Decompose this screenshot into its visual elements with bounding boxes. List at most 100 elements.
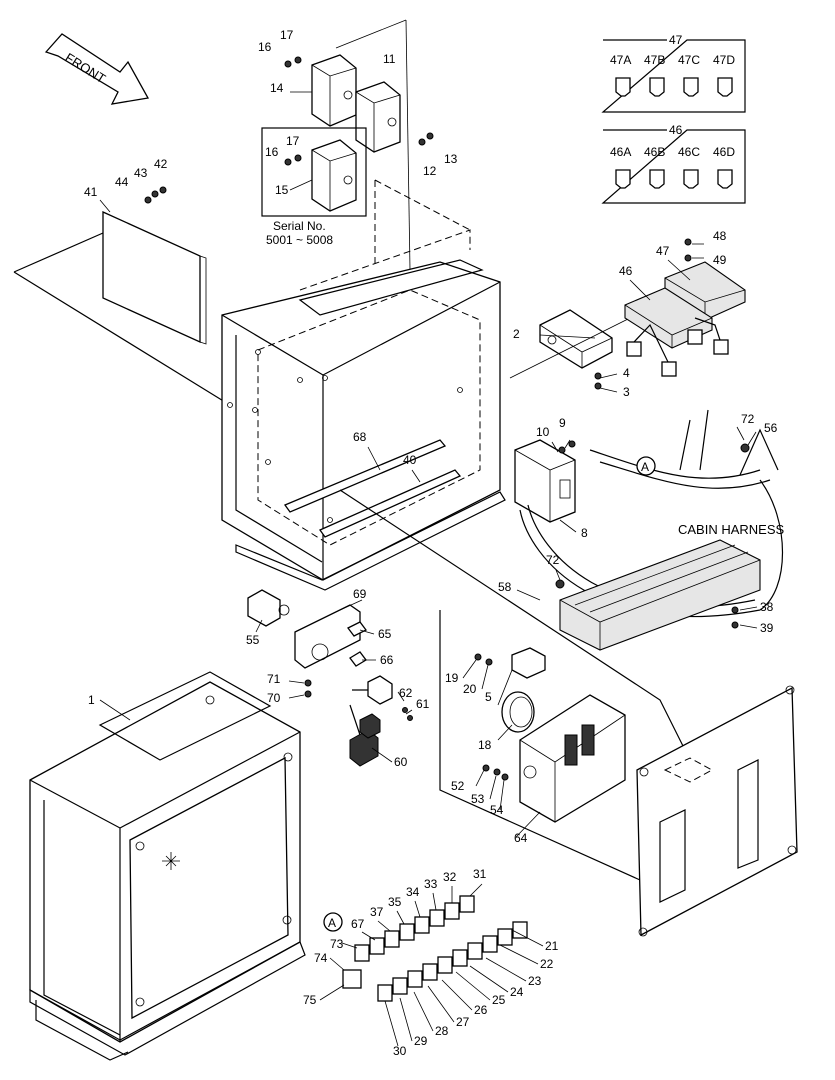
group-46-box: 46 46A 46B 46C 46D [601, 123, 746, 204]
callout-65: 65 [378, 627, 392, 641]
cover-41 [13, 210, 226, 403]
callout-53: 53 [471, 792, 485, 806]
callout-64: 64 [514, 831, 528, 845]
unit-2 [539, 309, 613, 369]
group-47-item-a: 47A [610, 53, 631, 67]
callout-5: 5 [485, 690, 492, 704]
relay-bank [559, 539, 761, 651]
marker-a-relays-label: A [328, 916, 336, 930]
callout-71: 71 [267, 672, 281, 686]
callout-49: 49 [713, 253, 727, 267]
callout-16b: 16 [265, 145, 279, 159]
callout-17a: 17 [280, 28, 294, 42]
fuse-icon [615, 169, 733, 189]
callout-60: 60 [394, 755, 408, 769]
callout-69: 69 [353, 587, 367, 601]
group-46-item-c: 46C [678, 145, 700, 159]
callout-21: 21 [545, 939, 559, 953]
callout-32: 32 [443, 870, 457, 884]
callout-33: 33 [424, 877, 438, 891]
callout-62: 62 [399, 686, 413, 700]
callout-58: 58 [498, 580, 512, 594]
callout-39: 39 [760, 621, 774, 635]
callout-26: 26 [474, 1003, 488, 1017]
callout-46: 46 [619, 264, 633, 278]
group-47-item-c: 47C [678, 53, 700, 67]
callout-1: 1 [88, 693, 95, 707]
leader-lines [99, 91, 758, 1047]
group-47-box: 47 47A 47B 47C 47D [601, 33, 746, 113]
callout-73: 73 [330, 937, 344, 951]
relay-row-lower [377, 921, 528, 1002]
group-47-item-d: 47D [713, 53, 735, 67]
marker-a-harness: A [636, 456, 656, 476]
callout-72b: 72 [546, 553, 560, 567]
callout-41: 41 [84, 185, 98, 199]
marker-a-relays: A [323, 912, 343, 932]
callout-19: 19 [445, 671, 459, 685]
callout-31: 31 [473, 867, 487, 881]
callout-52: 52 [451, 779, 465, 793]
group-46-item-d: 46D [713, 145, 735, 159]
callout-67: 67 [351, 917, 365, 931]
callout-23: 23 [528, 974, 542, 988]
fuse-icon [615, 77, 733, 97]
callout-75: 75 [303, 993, 317, 1007]
main-box-1 [29, 671, 306, 1061]
callout-56: 56 [764, 421, 778, 435]
screw-holes [227, 349, 463, 523]
callout-labels: 1 2 3 4 5 8 9 10 11 12 13 14 15 16 17 16… [84, 28, 778, 1058]
callout-13: 13 [444, 152, 458, 166]
callout-34: 34 [406, 885, 420, 899]
cabin-harness [519, 409, 783, 651]
connector-60 [349, 713, 381, 767]
front-arrow: FRONT [44, 33, 150, 105]
callout-44: 44 [115, 175, 129, 189]
callout-55: 55 [246, 633, 260, 647]
gauge-18 [501, 691, 535, 733]
cabin-harness-label: CABIN HARNESS [678, 522, 785, 537]
callout-22: 22 [540, 957, 554, 971]
callout-14: 14 [270, 81, 284, 95]
marker-a-harness-label: A [641, 460, 649, 474]
relay-11 [355, 81, 401, 153]
box-1-mark [162, 852, 180, 870]
callout-43: 43 [134, 166, 148, 180]
callout-25: 25 [492, 993, 506, 1007]
callout-20: 20 [463, 682, 477, 696]
callout-3: 3 [623, 385, 630, 399]
serial-number-box: Serial No. 5001 ~ 5008 [261, 127, 367, 247]
callout-37: 37 [370, 905, 384, 919]
callout-72a: 72 [741, 412, 755, 426]
relay-62 [349, 675, 393, 736]
housing-frame [221, 179, 506, 591]
callout-12: 12 [423, 164, 437, 178]
panel-right [636, 685, 798, 937]
callout-48: 48 [713, 229, 727, 243]
callout-28: 28 [435, 1024, 449, 1038]
callout-24: 24 [510, 985, 524, 999]
group-46-item-b: 46B [644, 145, 665, 159]
callout-29: 29 [414, 1034, 428, 1048]
callout-35: 35 [388, 895, 402, 909]
fasteners [144, 56, 750, 781]
callout-30: 30 [393, 1044, 407, 1058]
callout-10: 10 [536, 425, 550, 439]
group-47-title: 47 [669, 33, 683, 47]
callout-9: 9 [559, 416, 566, 430]
relay-14 [311, 54, 357, 127]
bracket-69 [294, 604, 367, 669]
callout-4: 4 [623, 366, 630, 380]
callout-2: 2 [513, 327, 520, 341]
unit-5 [511, 647, 546, 679]
callout-11: 11 [383, 52, 396, 66]
callout-70: 70 [267, 691, 281, 705]
serial-label-line2: 5001 ~ 5008 [266, 233, 333, 247]
callout-74: 74 [314, 951, 328, 965]
group-46-title: 46 [669, 123, 683, 137]
relay-row-left [342, 969, 362, 989]
unit-8 [514, 439, 576, 523]
callout-42: 42 [154, 157, 168, 171]
callout-66: 66 [380, 653, 394, 667]
